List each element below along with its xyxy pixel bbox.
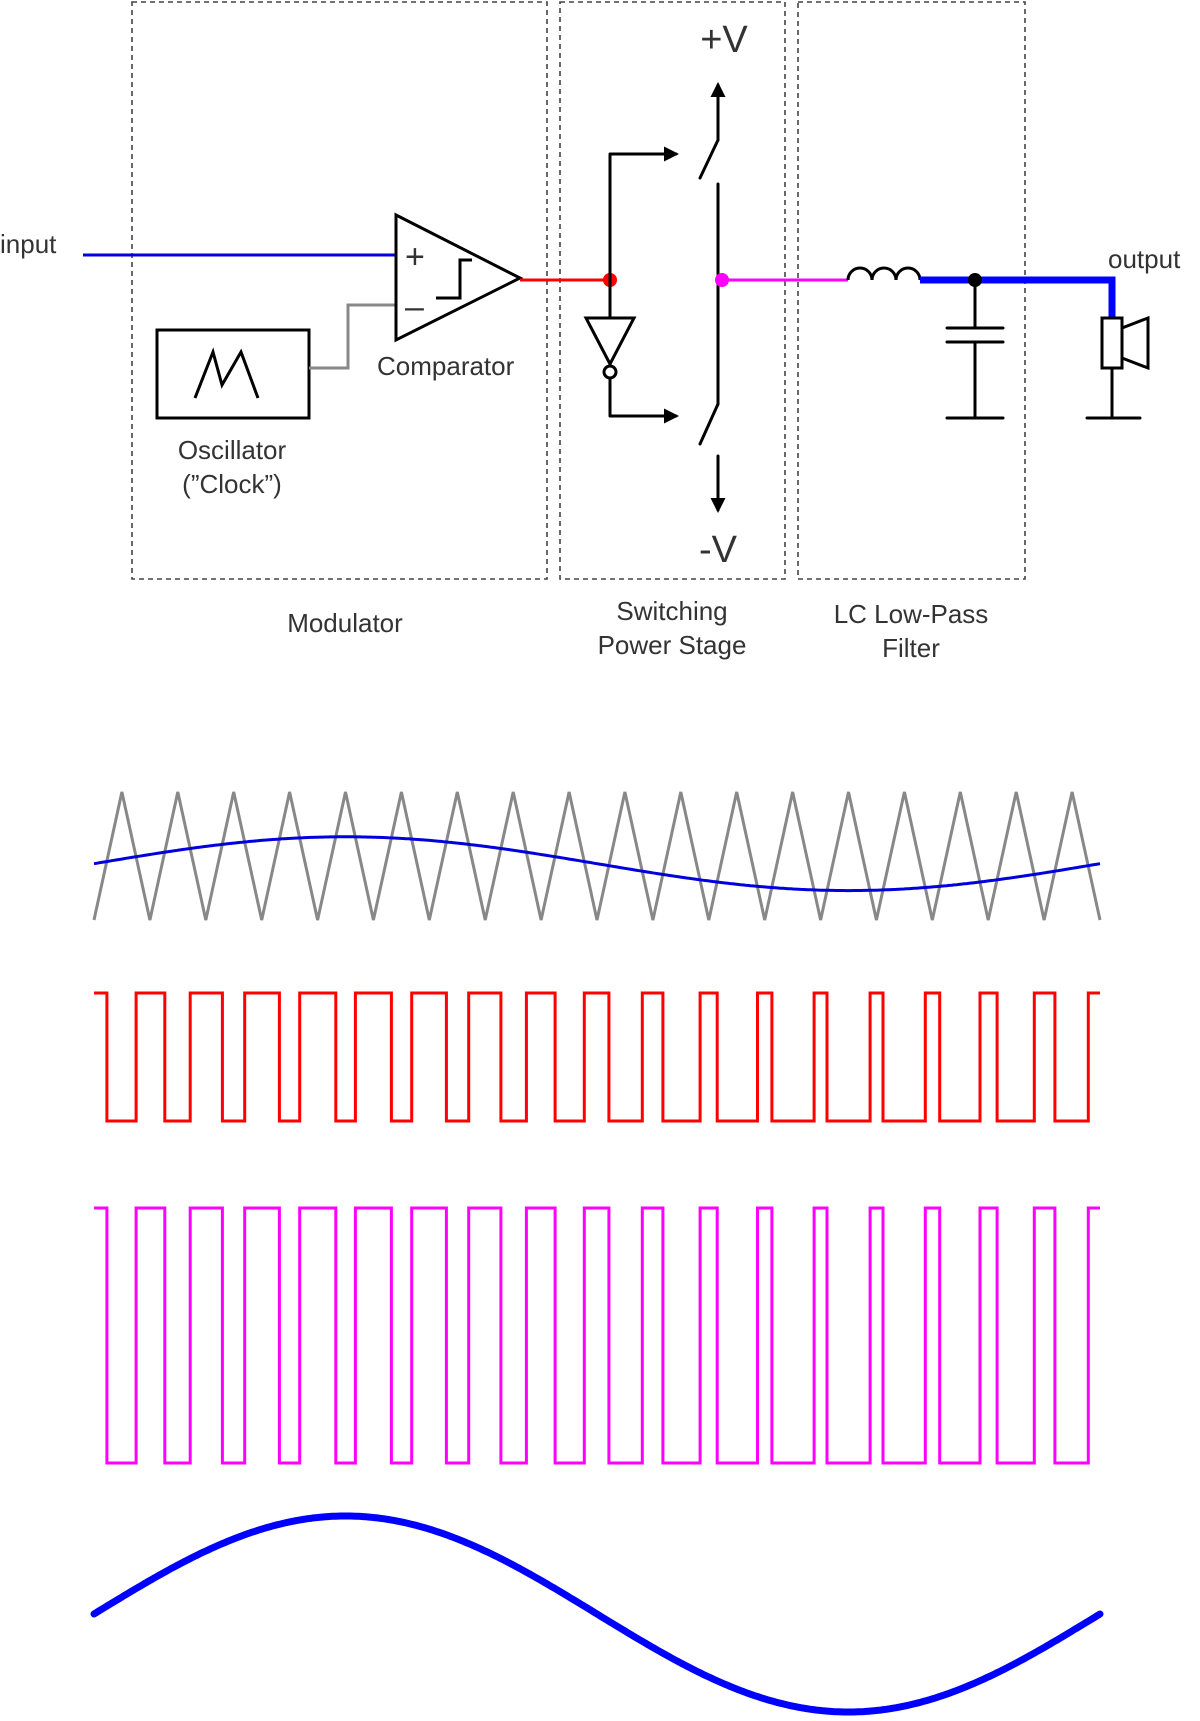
output-label: output [1108, 244, 1181, 274]
comparator-minus-sign: – [405, 288, 424, 326]
hysteresis-icon [436, 258, 472, 300]
modulator-section-label: Modulator [287, 608, 403, 638]
comparator-pwm-wave [94, 991, 1100, 1123]
sawtooth-icon [193, 347, 260, 399]
comparator-label: Comparator [377, 351, 515, 381]
positive-rail-label: +V [700, 19, 748, 61]
upper-switch [698, 138, 720, 180]
comparator-plus-sign: + [405, 238, 425, 276]
switching-section-box [559, 1, 786, 580]
gate-drive-lower [608, 376, 679, 424]
switching-section-label-line1: Switching [616, 596, 727, 626]
modulator-section-box [131, 1, 548, 580]
oscillator-triangle-wave [92, 791, 1102, 921]
input-sine-wave [93, 835, 1101, 893]
filter-section-box [797, 1, 1026, 580]
speaker-cone-icon [1120, 315, 1150, 371]
inverter-symbol [583, 316, 637, 368]
input-label: input [0, 229, 57, 259]
oscillator-sublabel: (”Clock”) [182, 469, 282, 499]
filtered-output-sine-wave [90, 1512, 1104, 1716]
comparator-symbol [394, 212, 524, 343]
switch-output-pwm-wave [94, 1206, 1100, 1465]
filter-section-label-line1: LC Low-Pass [834, 599, 989, 629]
oscillator-wire [309, 303, 396, 370]
filtered-output-wire [920, 276, 1116, 318]
waveform-panel [90, 791, 1104, 1716]
oscillator-block [155, 328, 311, 420]
negative-rail-label: -V [699, 529, 738, 571]
lower-switch [698, 402, 720, 446]
inverter-bubble [602, 364, 618, 380]
oscillator-label: Oscillator [178, 435, 287, 465]
switching-section-label-line2: Power Stage [598, 630, 747, 660]
inductor-symbol [846, 266, 922, 281]
gate-drive-upper [608, 146, 679, 282]
speaker-icon [1100, 316, 1124, 370]
filter-section-label-line2: Filter [882, 633, 940, 663]
